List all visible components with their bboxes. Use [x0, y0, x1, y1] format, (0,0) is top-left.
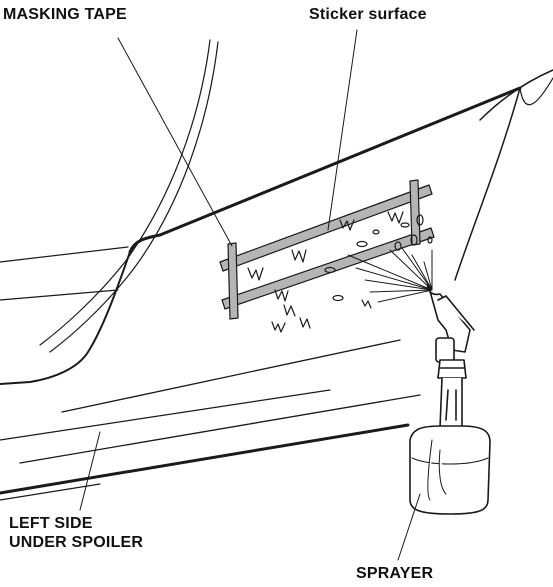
sprayer-bottle [409, 283, 491, 515]
spoiler-outline [0, 69, 553, 501]
leader-left-side [79, 431, 101, 511]
leader-sprayer [397, 493, 421, 561]
sprayer-container [409, 425, 491, 515]
spray-droplets [324, 214, 433, 302]
sprayer-tube [439, 377, 463, 429]
label-left-side-line1: LEFT SIDE [9, 515, 93, 532]
label-sticker-surface: Sticker surface [309, 6, 427, 23]
leader-masking-tape [117, 37, 233, 247]
tape-left [227, 242, 239, 320]
label-left-side-under-spoiler: LEFT SIDE UNDER SPOILER [9, 514, 143, 552]
leader-sticker-surface [327, 29, 358, 231]
sprayer-trigger [435, 337, 455, 363]
masking-tape [219, 179, 435, 320]
car-body-outline [0, 39, 219, 353]
sprayer-neck [437, 359, 467, 379]
label-left-side-line2: UNDER SPOILER [9, 534, 144, 551]
tape-right [409, 179, 421, 246]
label-masking-tape: MASKING TAPE [3, 6, 127, 23]
water-marks [247, 211, 404, 333]
label-sprayer: SPRAYER [356, 565, 434, 582]
leader-lines [79, 29, 421, 561]
tape-top [219, 184, 433, 272]
tape-bottom [221, 227, 435, 310]
